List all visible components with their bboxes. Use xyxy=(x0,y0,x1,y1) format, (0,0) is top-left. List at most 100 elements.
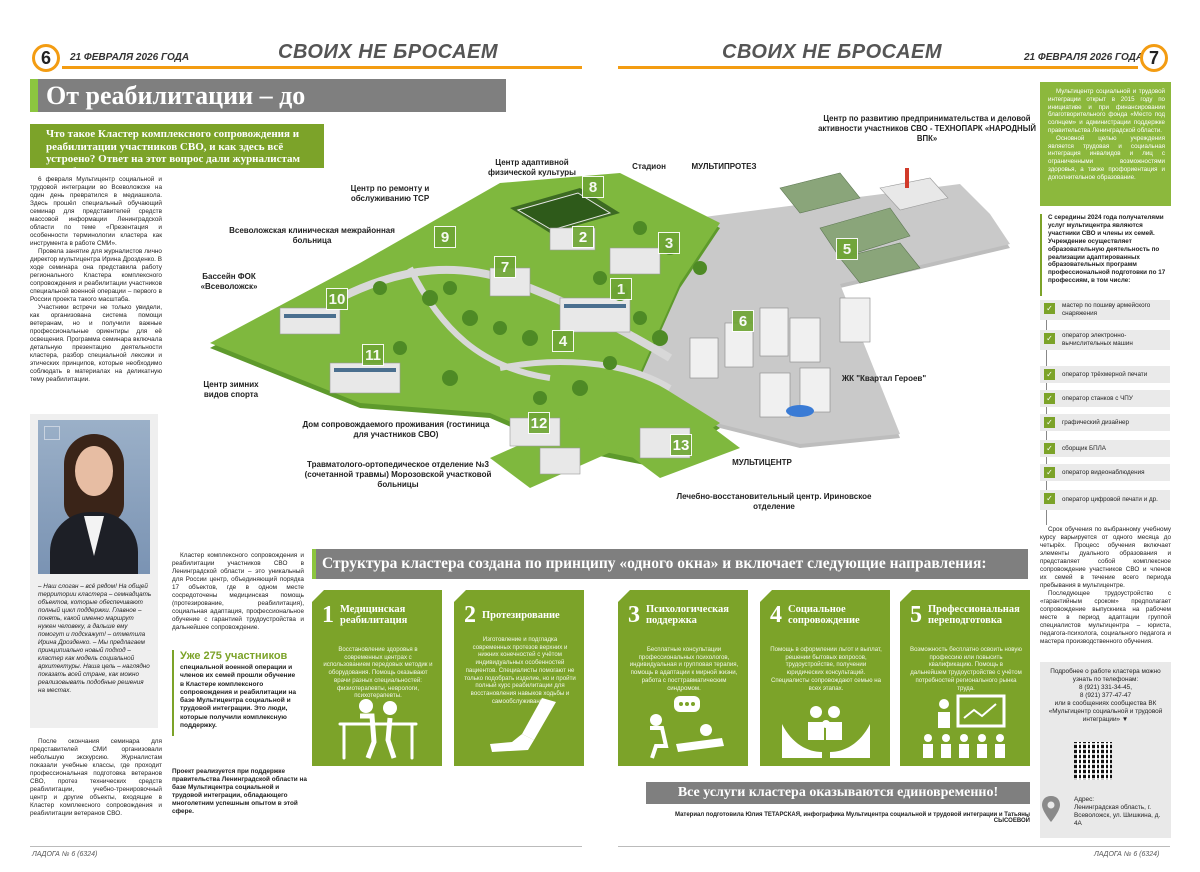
map-label-multiprotez: МУЛЬТИПРОТЕЗ xyxy=(691,162,757,171)
article-paragraph: 6 февраля Мультицентр социальной и трудо… xyxy=(30,176,162,247)
profession-item: ✓мастер по пошиву армейского снаряжения xyxy=(1040,300,1170,320)
training-text: Срок обучения по выбранному учебному кур… xyxy=(1040,526,1171,646)
map-label-technopark: Центр по развитию предпринимательства и … xyxy=(818,114,1036,143)
multicenter-info-box: Мультицентр социальной и трудовой интегр… xyxy=(1040,82,1171,206)
training-paragraph: Срок обучения по выбранному учебному кур… xyxy=(1040,526,1171,589)
family-care-icon xyxy=(782,706,870,758)
contact-vk: или в сообщениях сообщества ВК «Мультице… xyxy=(1048,700,1163,723)
map-badge-12: 12 xyxy=(528,412,550,434)
map-badge-9: 9 xyxy=(434,226,456,248)
check-icon: ✓ xyxy=(1044,393,1055,404)
direction-card-retraining: 5 Профессиональная переподготовка Возмож… xyxy=(900,590,1030,766)
map-label-heroes-quarter: ЖК "Квартал Героев" xyxy=(841,374,927,383)
header-date-right: 21 ФЕВРАЛЯ 2026 ГОДА xyxy=(1024,52,1144,63)
direction-title: Медицинская реабилитация xyxy=(340,604,408,626)
article-paragraph: Участники встречи не только увидели, как… xyxy=(30,304,162,383)
direction-description: Восстановление здоровья в современных це… xyxy=(323,646,433,700)
map-badge-11: 11 xyxy=(362,344,384,366)
check-icon: ✓ xyxy=(1044,333,1055,344)
direction-number: 4 xyxy=(770,602,782,628)
lead-subheading: Что такое Кластер комплексного сопровожд… xyxy=(30,124,324,178)
director-quote: – Наш слоган – всё рядом! На общей терри… xyxy=(38,583,152,694)
article-paragraph: После окончания семинара для представите… xyxy=(30,738,162,817)
page-number-right: 7 xyxy=(1140,44,1168,72)
headline-banner: От реабилитации – до трудоустройства xyxy=(30,79,506,143)
map-label-adaptive-sport: Центр адаптивной физической культуры xyxy=(488,158,576,177)
direction-description: Помощь в оформлении льгот и выплат, реше… xyxy=(770,646,882,692)
professions-intro: С середины 2024 года получателями услуг … xyxy=(1048,214,1166,285)
address: Адрес: Ленинградская область, г. Всеволо… xyxy=(1074,796,1168,828)
direction-card-psychology: 3 Психологическая поддержка Бесплатные к… xyxy=(618,590,748,766)
map-badge-3: 3 xyxy=(658,232,680,254)
map-badge-8: 8 xyxy=(582,176,604,198)
info-paragraph: Основной целью учреждения является трудо… xyxy=(1048,134,1165,181)
info-paragraph: Мультицентр социальной и трудовой интегр… xyxy=(1048,88,1165,134)
direction-number: 2 xyxy=(464,602,476,628)
footer-issue-left: ЛАДОГА № 6 (6324) xyxy=(32,851,98,858)
map-badge-4: 4 xyxy=(552,330,574,352)
check-icon: ✓ xyxy=(1044,369,1055,380)
classroom-icon xyxy=(923,694,1006,758)
qr-code-icon xyxy=(1074,742,1112,780)
map-label-tsr-repair: Центр по ремонту и обслуживанию ТСР xyxy=(350,184,430,203)
article-column-2: Кластер комплексного сопровождения и реа… xyxy=(172,552,304,632)
check-icon: ✓ xyxy=(1044,443,1055,454)
page-number-left: 6 xyxy=(32,44,60,72)
article-column-1: 6 февраля Мультицентр социальной и трудо… xyxy=(30,176,162,384)
profession-item: ✓оператор цифровой печати и др. xyxy=(1040,490,1170,510)
check-icon: ✓ xyxy=(1044,303,1055,314)
contact-phone-1: 8 (921) 331-34-45, xyxy=(1079,684,1132,691)
direction-card-social: 4 Социальное сопровождение Помощь в офор… xyxy=(760,590,890,766)
stat-headline: Уже 275 участников xyxy=(180,650,288,662)
right-accent-bar xyxy=(1040,214,1042,296)
direction-description: Бесплатные консультации профессиональных… xyxy=(629,646,739,692)
profession-item: ✓сборщик БПЛА xyxy=(1040,440,1170,457)
headline-accent xyxy=(30,79,38,112)
contact-phone-2: 8 (921) 377-47-47 xyxy=(1079,692,1132,699)
profession-item: ✓оператор станков с ЧПУ xyxy=(1040,390,1170,407)
address-label: Адрес: xyxy=(1074,796,1095,803)
professions-connector xyxy=(1046,300,1047,525)
direction-description: Изготовление и подгладка современных про… xyxy=(464,636,576,705)
credits: Материал подготовила Юлия ТЕТАРСКАЯ, инф… xyxy=(675,812,1030,824)
check-icon: ✓ xyxy=(1044,467,1055,478)
map-label-multicenter: МУЛЬТИЦЕНТР xyxy=(732,458,792,467)
profession-item: ✓оператор видеонаблюдения xyxy=(1040,464,1170,481)
direction-card-prosthetics: 2 Протезирование Изготовление и подгладк… xyxy=(454,590,584,766)
stat-body: специальной военной операции и членов их… xyxy=(180,664,297,730)
map-label-stadium: Стадион xyxy=(632,162,666,171)
project-note: Проект реализуется при поддержке правите… xyxy=(172,768,307,815)
direction-title: Профессиональная переподготовка xyxy=(928,604,1020,626)
profession-item: ✓оператор электронно-вычислительных маши… xyxy=(1040,330,1170,350)
rehab-icon xyxy=(338,699,418,760)
training-paragraph: Последующее трудоустройство с «гарантийн… xyxy=(1040,590,1171,645)
footer-issue-right: ЛАДОГА № 6 (6324) xyxy=(1094,851,1160,858)
address-text: Ленинградская область, г. Всеволожск, ул… xyxy=(1074,804,1161,827)
cluster-map: 1 2 3 4 5 6 7 8 9 10 11 12 13 Центр по р… xyxy=(200,114,1036,538)
article-paragraph: Провела занятие для журналистов лично ди… xyxy=(30,248,162,303)
footer-rule-right xyxy=(618,846,1170,847)
direction-title: Социальное сопровождение xyxy=(788,604,860,626)
header-date-left: 21 ФЕВРАЛЯ 2026 ГОДА xyxy=(70,52,190,63)
prosthesis-icon xyxy=(490,698,556,752)
structure-title-bar: Структура кластера создана по принципу «… xyxy=(312,549,1028,579)
therapy-session-icon xyxy=(650,696,724,759)
map-badge-5: 5 xyxy=(836,238,858,260)
header-section-left: СВОИХ НЕ БРОСАЕМ xyxy=(278,41,499,63)
direction-card-medical: 1 Медицинская реабилитация Восстановлени… xyxy=(312,590,442,766)
header-rule-left xyxy=(62,66,582,69)
portrait-photo xyxy=(38,420,150,574)
map-label-irinovskoe: Лечебно-восстановительный центр. Ириновс… xyxy=(676,492,872,511)
map-badge-13: 13 xyxy=(670,434,692,456)
direction-title: Протезирование xyxy=(482,610,560,621)
map-label-hospital: Всеволожская клиническая межрайонная бол… xyxy=(229,226,395,245)
article-column-1-bottom: После окончания семинара для представите… xyxy=(30,738,162,818)
check-icon: ✓ xyxy=(1044,493,1055,504)
emblem-icon xyxy=(44,426,60,440)
profession-item: ✓оператор трёхмерной печати xyxy=(1040,366,1170,383)
stat-accent-bar xyxy=(172,650,174,736)
header-rule-right xyxy=(618,66,1138,69)
direction-description: Возможность бесплатно освоить новую проф… xyxy=(910,646,1022,692)
contact-text: Подробнее о работе кластера можно узнать… xyxy=(1050,668,1161,683)
map-label-trauma: Травматолого-ортопедическое отделение №3… xyxy=(304,460,492,489)
